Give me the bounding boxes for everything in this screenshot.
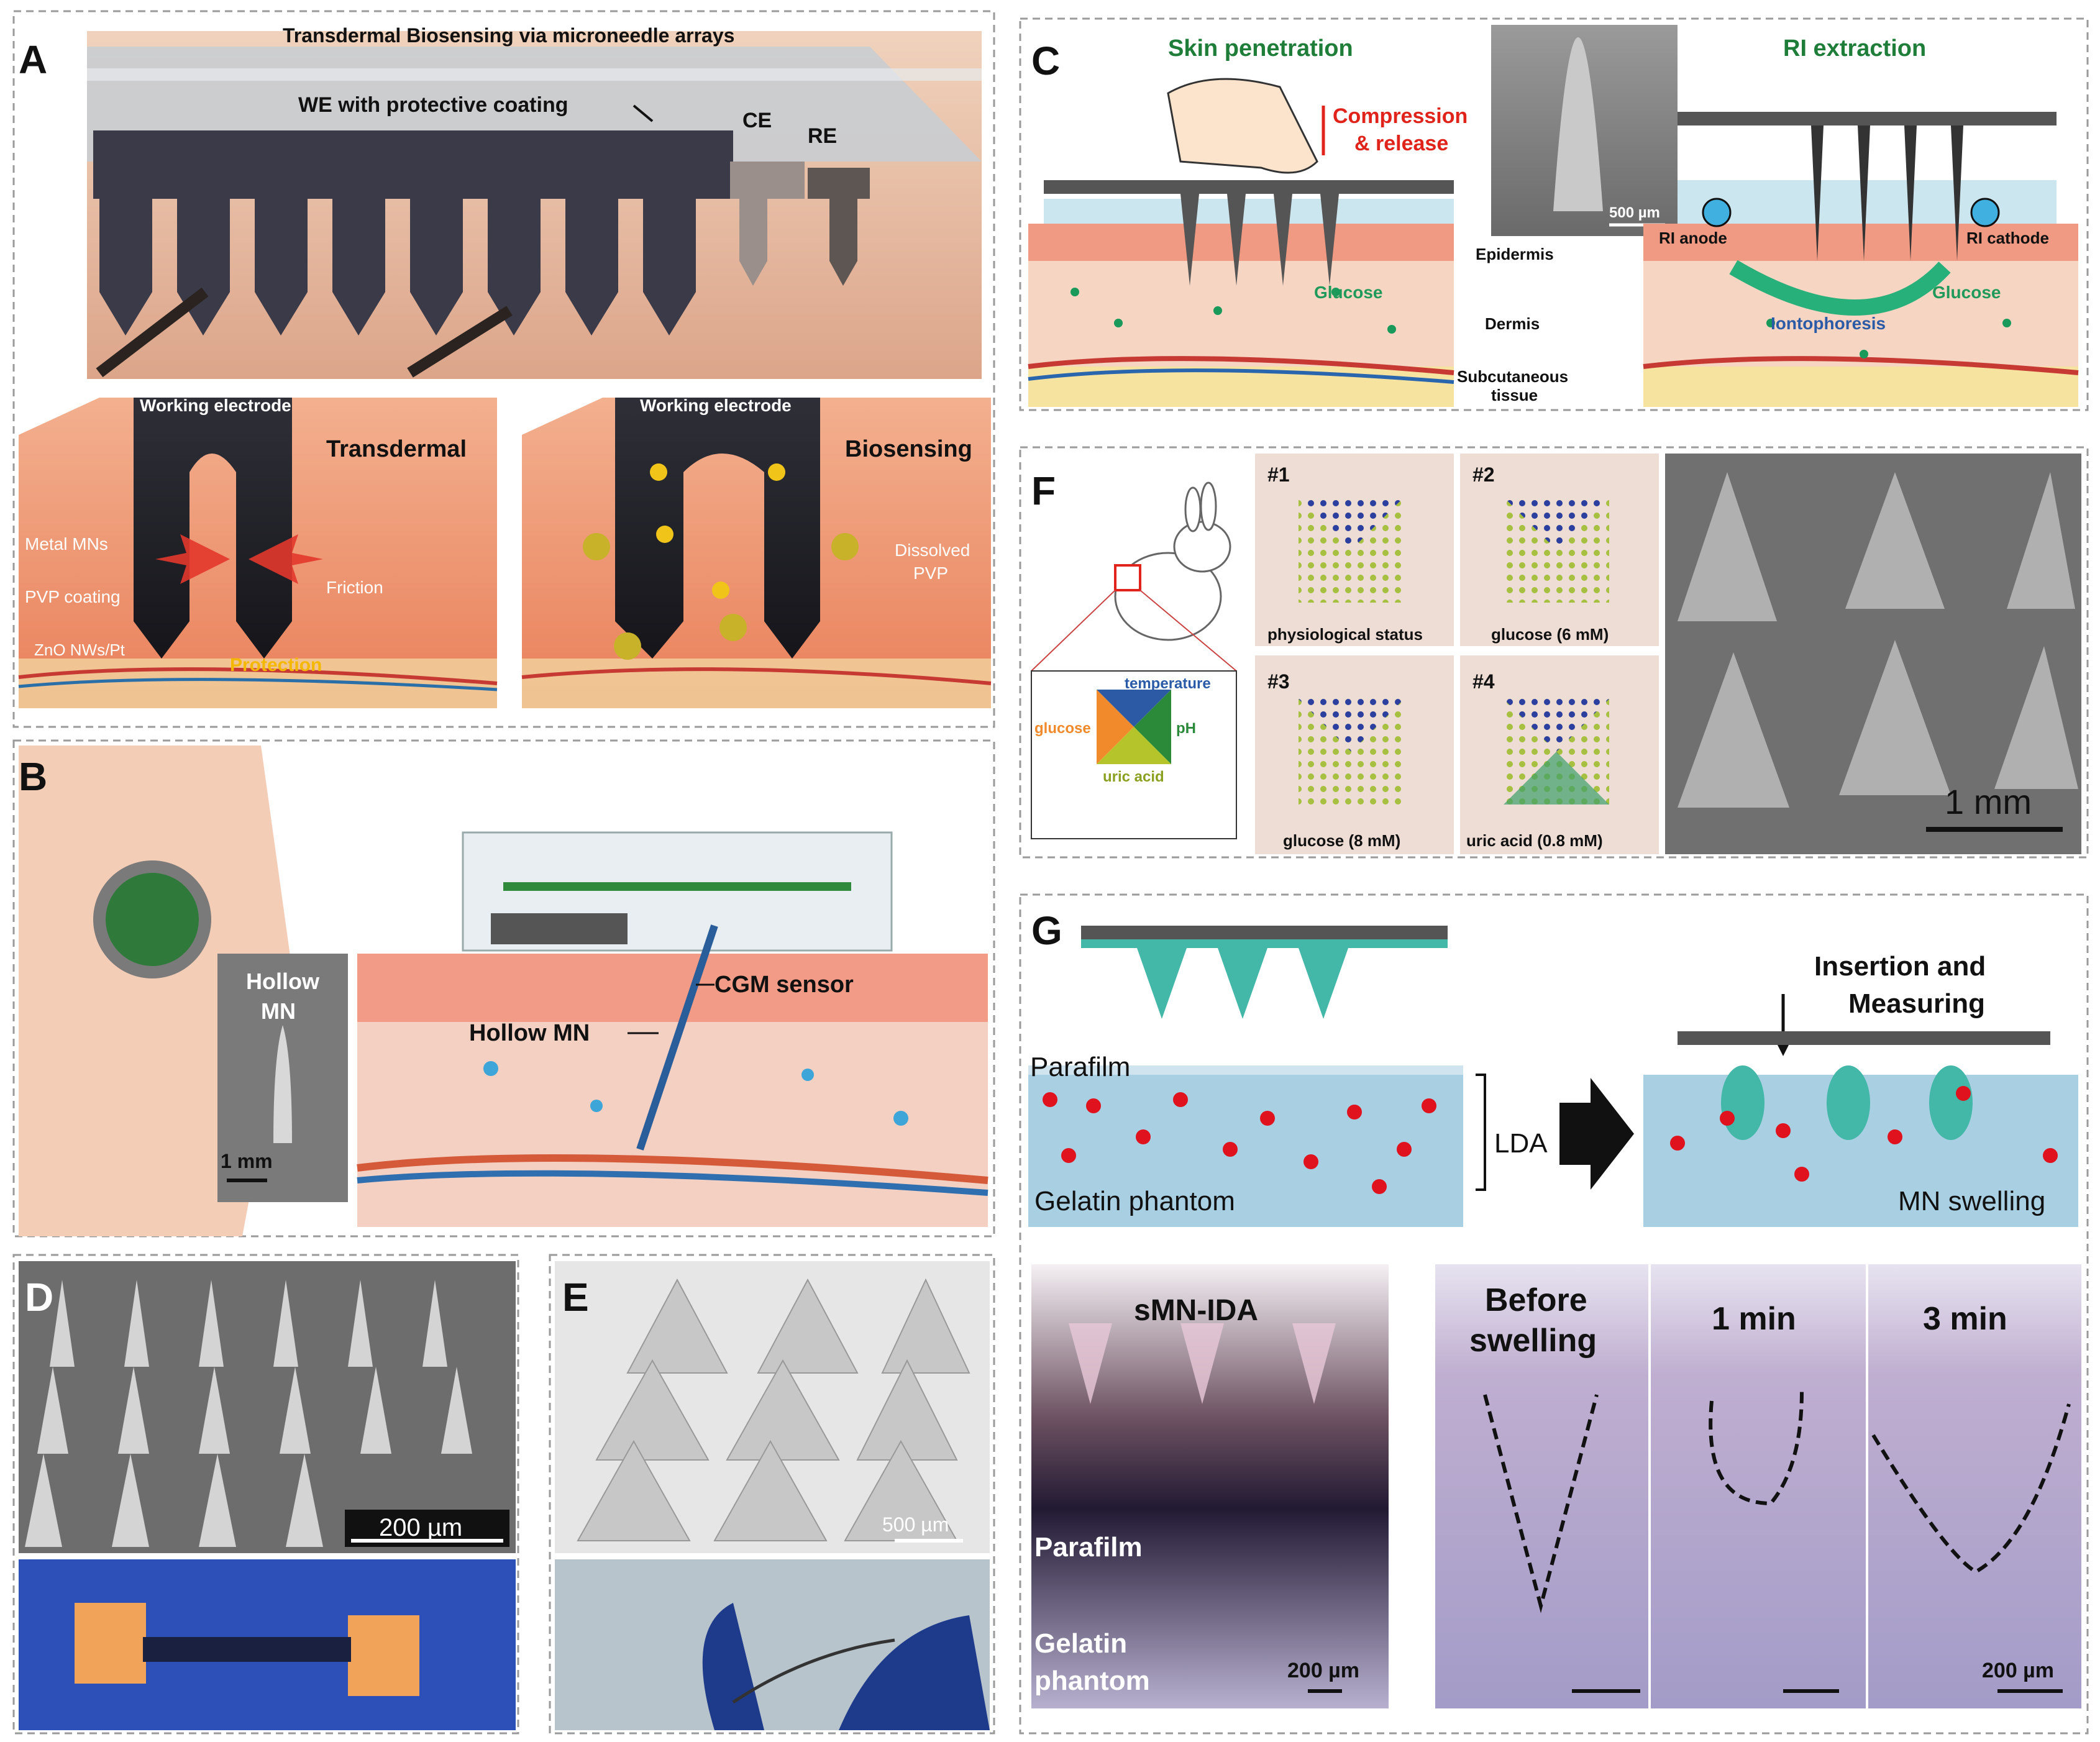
re-label: RE	[808, 124, 837, 148]
tile-3-label: #3	[1267, 670, 1290, 693]
ph-label: pH	[1176, 720, 1196, 737]
skin-penetration-title: Skin penetration	[1168, 35, 1353, 62]
tile-2-label: #2	[1472, 463, 1495, 486]
compression-label-1: Compression	[1333, 104, 1468, 128]
biosensing-illustration	[521, 398, 992, 708]
epidermis-label: Epidermis	[1476, 245, 1554, 263]
panel-letter-b: B	[19, 754, 47, 799]
microneedle-array	[93, 130, 870, 335]
rabbit-drawing	[1114, 481, 1231, 641]
one-min-outline	[1709, 1391, 1804, 1506]
gelatin-block-left	[1028, 1075, 1463, 1227]
before-swelling-label-1: Before	[1485, 1282, 1587, 1318]
panel-letter-g: G	[1031, 908, 1062, 953]
subcutaneous-label-1: Subcutaneous	[1457, 367, 1568, 386]
gelatin-photo-label-2: phantom	[1034, 1666, 1150, 1696]
hollow-mn-title-2: MN	[261, 998, 296, 1024]
parafilm-label: Parafilm	[1030, 1052, 1130, 1082]
panel-f-scale: 1 mm	[1945, 782, 2032, 821]
panel-e	[549, 1254, 995, 1735]
mn-swelling-label: MN swelling	[1898, 1186, 2045, 1216]
parafilm-photo-label: Parafilm	[1034, 1532, 1143, 1562]
glucose-left-label: Glucose	[1314, 283, 1382, 302]
gelatin-phantom-label: Gelatin phantom	[1034, 1186, 1235, 1216]
sensor-quadrant	[1097, 690, 1171, 764]
photo-grid	[1255, 454, 1659, 854]
lda-label: LDA	[1494, 1128, 1548, 1159]
panel-letter-d: D	[25, 1275, 53, 1320]
tile-1-caption: physiological status	[1267, 625, 1423, 644]
three-min-outline	[1871, 1403, 2071, 1574]
panel-g-scale-1: 200 µm	[1287, 1659, 1359, 1682]
before-outline	[1483, 1394, 1599, 1613]
glucose-label: glucose	[1034, 720, 1091, 737]
we-label: WE with protective coating	[298, 93, 568, 117]
panel-a: Transdermal Biosensing via microneedle a…	[12, 10, 995, 728]
gelatin-photo-label-1: Gelatin	[1034, 1628, 1127, 1659]
panel-a-title: Transdermal Biosensing via microneedle a…	[283, 24, 734, 47]
panel-f	[1019, 446, 2089, 859]
iontophoresis-arrow	[1729, 260, 1951, 316]
zno-label: ZnO NWs/Pt	[34, 641, 126, 659]
tile-3-caption: glucose (8 mM)	[1283, 831, 1400, 850]
insertion-label-1: Insertion and	[1814, 951, 1986, 982]
smn-ida-label: sMN-IDA	[1134, 1294, 1258, 1327]
insertion-label-2: Measuring	[1848, 988, 1985, 1019]
compression-label-2: & release	[1354, 132, 1448, 155]
dermis-label: Dermis	[1485, 314, 1540, 333]
ri-extraction-title: RI extraction	[1783, 35, 1926, 62]
one-min-label: 1 min	[1712, 1301, 1796, 1337]
uric-acid-label: uric acid	[1103, 768, 1164, 785]
iontophoresis-label: Iontophoresis	[1771, 314, 1886, 333]
panel-c	[1019, 17, 2089, 411]
temperature-label: temperature	[1125, 675, 1211, 692]
panel-e-scale: 500 µm	[882, 1513, 949, 1536]
before-swelling-label-2: swelling	[1469, 1323, 1597, 1359]
we-left-label: Working electrode	[140, 396, 291, 415]
panel-c-scale: 500 µm	[1609, 204, 1660, 221]
glucose-right-label: Glucose	[1932, 283, 2001, 302]
cgm-sensor-label: CGM sensor	[714, 972, 854, 998]
we-right-label: Working electrode	[640, 396, 792, 415]
tile-4-label: #4	[1472, 670, 1495, 693]
panel-letter-e: E	[562, 1275, 589, 1320]
process-arrow	[1559, 1078, 1634, 1190]
panel-letter-a: A	[19, 37, 47, 82]
panel-letter-c: C	[1031, 39, 1060, 83]
tile-4-caption: uric acid (0.8 mM)	[1466, 831, 1603, 850]
hollow-mn-title-1: Hollow	[246, 969, 320, 994]
panel-b	[12, 739, 995, 1238]
transdermal-heading: Transdermal	[326, 436, 467, 462]
dissolved-label-1: Dissolved	[895, 540, 970, 560]
metal-mns-label: Metal MNs	[25, 534, 108, 554]
tile-1-label: #1	[1267, 463, 1290, 486]
subcutaneous-label-2: tissue	[1491, 386, 1538, 404]
panel-d	[12, 1254, 519, 1735]
panel-letter-f: F	[1031, 468, 1056, 513]
ri-cathode-label: RI cathode	[1966, 229, 2049, 247]
finger-press	[1167, 78, 1318, 174]
pvp-coating-label: PVP coating	[25, 587, 121, 606]
swelling-photo-strip	[1435, 1264, 2081, 1708]
panel-b-scale: 1 mm	[221, 1150, 273, 1172]
tile-2-caption: glucose (6 mM)	[1491, 625, 1609, 644]
sem-microneedle-forest	[19, 1261, 516, 1553]
hollow-mn-label: Hollow MN	[469, 1020, 590, 1046]
three-min-label: 3 min	[1923, 1301, 2007, 1337]
ri-anode-label: RI anode	[1659, 229, 1727, 247]
friction-label: Friction	[326, 578, 383, 597]
cgm-needle	[636, 924, 718, 1151]
panel-d-scale: 200 µm	[379, 1514, 462, 1541]
panel-g-scale-2: 200 µm	[1982, 1659, 2054, 1682]
dissolved-label-2: PVP	[913, 563, 948, 583]
transdermal-illustration	[18, 398, 498, 708]
ce-label: CE	[742, 109, 772, 132]
protection-label: Protection	[230, 655, 322, 675]
panel-g	[1019, 893, 2089, 1735]
biosensing-heading: Biosensing	[845, 436, 972, 462]
